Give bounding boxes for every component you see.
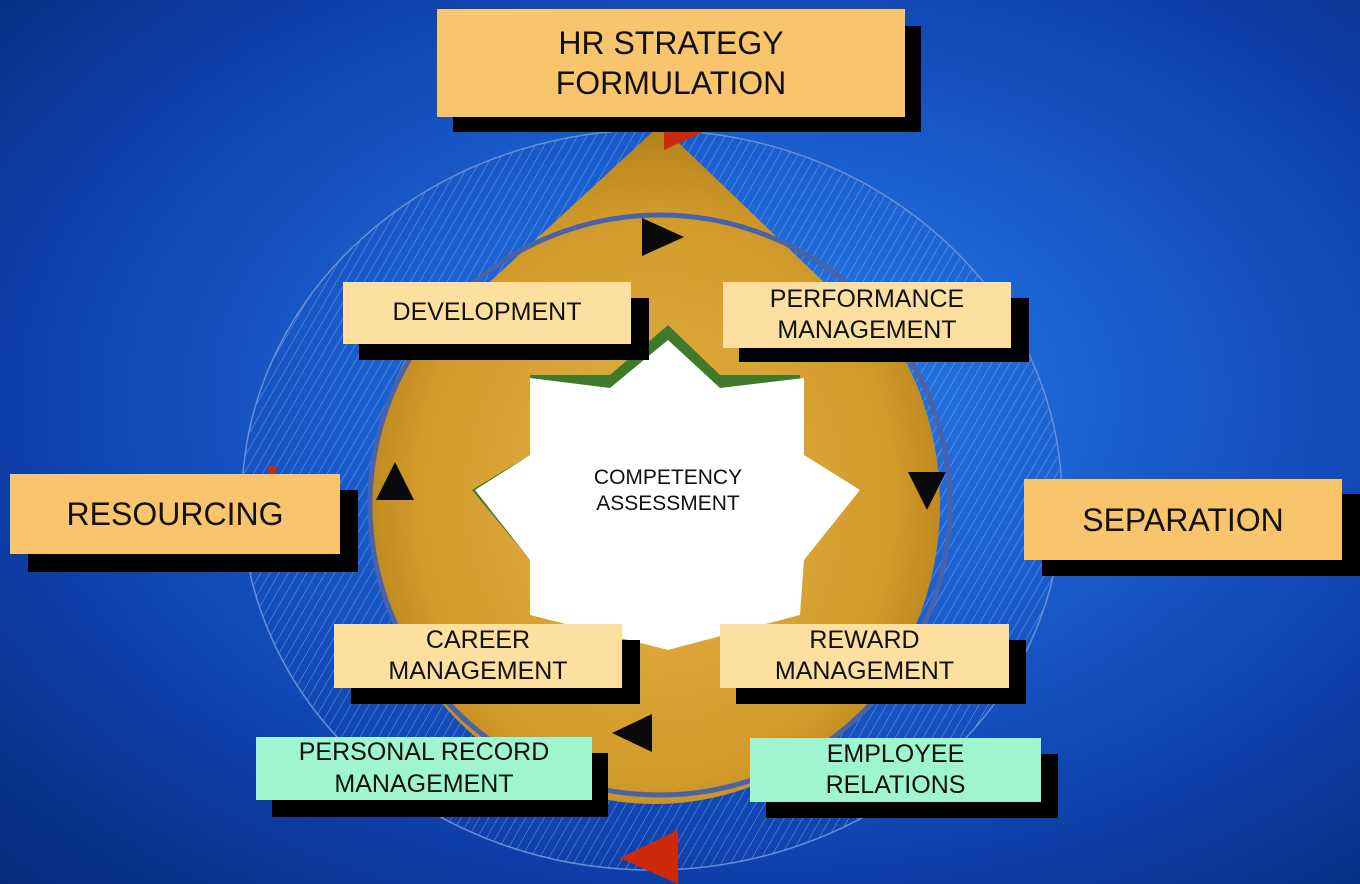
personal-record-label: PERSONAL RECORD MANAGEMENT	[298, 738, 550, 798]
resourcing-label: RESOURCING	[66, 496, 284, 532]
development-box: DEVELOPMENT	[343, 282, 631, 344]
arrow-right-icon	[908, 472, 946, 510]
reward-box: REWARD MANAGEMENT	[720, 624, 1009, 688]
red-arrow-bottom-icon	[620, 830, 678, 884]
performance-box: PERFORMANCE MANAGEMENT	[723, 282, 1011, 348]
arrow-bottom-icon	[612, 714, 652, 752]
performance-label: PERFORMANCE MANAGEMENT	[769, 284, 965, 344]
separation-box: SEPARATION	[1024, 479, 1342, 560]
inner-ring	[367, 212, 953, 798]
strategy-label: HR STRATEGY FORMULATION	[555, 25, 787, 101]
career-label: CAREER MANAGEMENT	[388, 625, 568, 685]
separation-label: SEPARATION	[1082, 501, 1284, 538]
competency-assessment-label: COMPETENCY ASSESSMENT	[593, 465, 743, 515]
center-label-box: COMPETENCY ASSESSMENT	[548, 455, 788, 527]
employee-relations-box: EMPLOYEE RELATIONS	[750, 738, 1041, 802]
star-fill	[475, 340, 860, 650]
arrow-top-icon	[642, 218, 684, 256]
career-box: CAREER MANAGEMENT	[334, 624, 622, 688]
development-label: DEVELOPMENT	[392, 298, 582, 327]
personal-record-box: PERSONAL RECORD MANAGEMENT	[256, 737, 592, 800]
reward-label: REWARD MANAGEMENT	[774, 625, 955, 685]
resourcing-box: RESOURCING	[10, 474, 340, 554]
arrow-left-icon	[376, 462, 414, 500]
strategy-box: HR STRATEGY FORMULATION	[437, 9, 905, 117]
employee-relations-label: EMPLOYEE RELATIONS	[825, 739, 966, 799]
